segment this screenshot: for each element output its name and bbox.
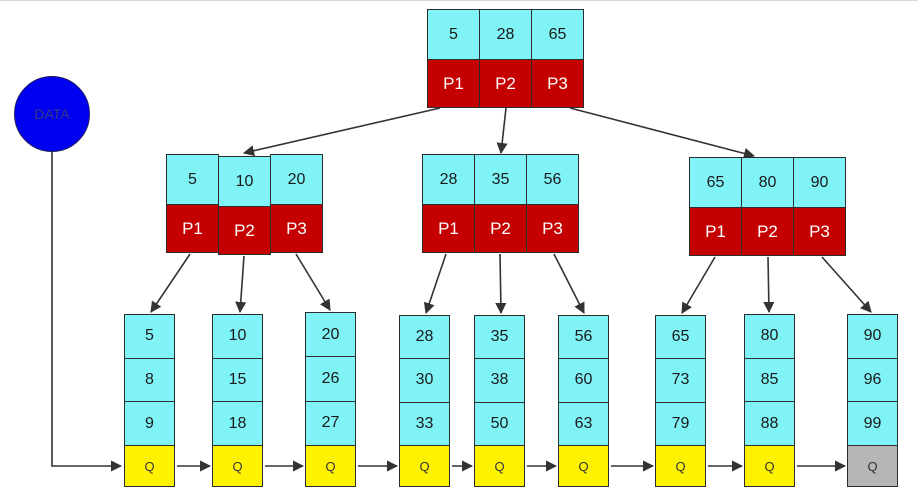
root-pointer-cell: P3 [531, 59, 584, 108]
leaf-key-cell: 80 [744, 314, 795, 359]
leaf-key-cell: 56 [558, 315, 609, 360]
leaf-link-cell: Q [305, 445, 356, 487]
leaf-link-cell: Q [399, 445, 450, 487]
internal-pointer-cell: P3 [270, 204, 323, 253]
edge-root-p1 [242, 107, 441, 157]
edge-internal-1-p2 [495, 253, 507, 315]
leaf-link-cell: Q [124, 445, 175, 487]
leaf-key-cell: 15 [212, 357, 263, 403]
edge-internal-2-p3 [821, 256, 872, 313]
internal-pointer-cell: P2 [218, 206, 271, 255]
leaf-key-cell: 38 [474, 358, 525, 403]
leaf-key-cell: 60 [558, 358, 609, 403]
edge-internal-2-p1 [681, 256, 716, 314]
leaf-key-cell: 28 [399, 315, 450, 360]
data-node: DATA [14, 76, 90, 152]
leaf-key-cell: 65 [655, 315, 706, 360]
leaf-key-cell: 8 [124, 357, 175, 403]
root-pointer-cell: P1 [427, 59, 480, 108]
leaf-key-cell: 10 [212, 314, 263, 359]
internal-key-cell: 35 [474, 154, 527, 205]
leaf-key-cell: 5 [124, 314, 175, 359]
leaf-link-cell: Q [744, 445, 795, 487]
root-pointer-cell: P2 [479, 59, 532, 108]
internal-pointer-cell: P2 [474, 204, 527, 253]
leaf-key-cell: 9 [124, 401, 175, 446]
internal-key-cell: 5 [166, 154, 219, 205]
internal-key-cell: 20 [270, 154, 323, 205]
edge-internal-0-p3 [295, 253, 331, 311]
root-key-cell: 5 [427, 9, 480, 60]
internal-key-cell: 28 [422, 154, 475, 205]
edge-root-p3 [569, 107, 756, 159]
internal-key-cell: 10 [218, 156, 271, 207]
internal-pointer-cell: P1 [689, 207, 742, 256]
leaf-link-cell: Q [558, 445, 609, 487]
internal-pointer-cell: P2 [741, 207, 794, 256]
leaf-key-cell: 50 [474, 401, 525, 446]
leaf-key-cell: 18 [212, 401, 263, 446]
leaf-link-cell: Q [474, 445, 525, 487]
leaf-key-cell: 79 [655, 401, 706, 446]
root-key-cell: 65 [531, 9, 584, 60]
leaf-key-cell: 85 [744, 357, 795, 403]
internal-key-cell: 90 [793, 157, 846, 208]
internal-pointer-cell: P3 [526, 204, 579, 253]
leaf-key-cell: 35 [474, 315, 525, 360]
internal-pointer-cell: P1 [422, 204, 475, 253]
edge-internal-1-p1 [423, 253, 447, 315]
leaf-key-cell: 88 [744, 401, 795, 446]
leaf-key-cell: 30 [399, 358, 450, 403]
leaf-key-cell: 90 [847, 314, 898, 359]
leaf-key-cell: 27 [305, 400, 356, 446]
root-key-cell: 28 [479, 9, 532, 60]
edge-internal-2-p2 [763, 256, 775, 314]
internal-key-cell: 56 [526, 154, 579, 205]
edge-internal-0-p1 [150, 253, 191, 313]
leaf-key-cell: 63 [558, 401, 609, 446]
leaf-key-cell: 20 [305, 312, 356, 358]
internal-pointer-cell: P1 [166, 204, 219, 253]
leaf-key-cell: 33 [399, 401, 450, 446]
leaf-key-cell: 99 [847, 401, 898, 446]
leaf-key-cell: 96 [847, 357, 898, 403]
internal-pointer-cell: P3 [793, 207, 846, 256]
internal-key-cell: 65 [689, 157, 742, 208]
edge-root-p2 [496, 107, 508, 155]
edge-internal-1-p3 [553, 253, 585, 314]
leaf-link-cell: Q [655, 445, 706, 487]
leaf-link-cell: Q [847, 445, 898, 487]
leaf-key-cell: 26 [305, 356, 356, 402]
edge-data-to-first-leaf [51, 152, 123, 472]
leaf-link-cell: Q [212, 445, 263, 487]
edge-internal-0-p2 [235, 255, 247, 314]
internal-key-cell: 80 [741, 157, 794, 208]
leaf-key-cell: 73 [655, 358, 706, 403]
